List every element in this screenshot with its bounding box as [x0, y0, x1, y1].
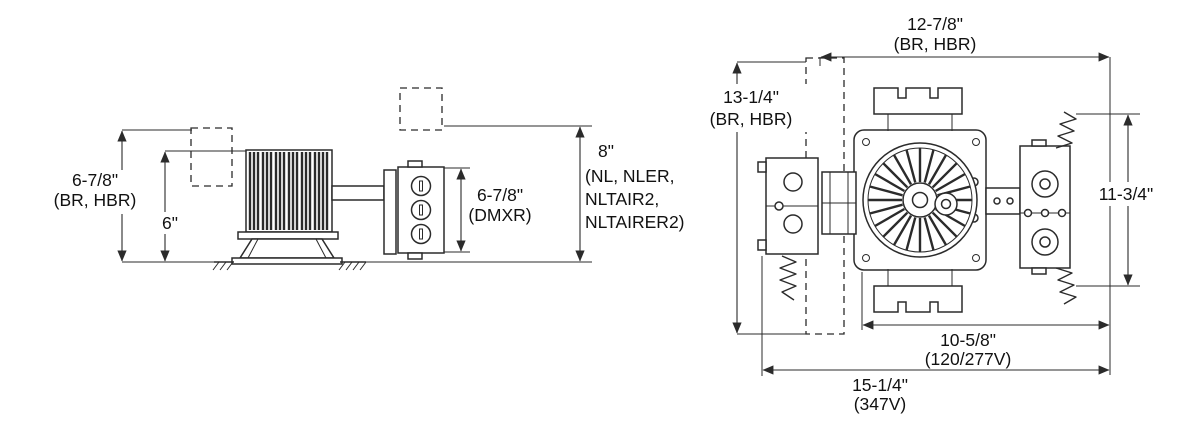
dim-height-br-top-view: 13-1/4" (BR, HBR) — [696, 61, 808, 335]
heatsink-base — [237, 231, 339, 240]
dim-height-inner: 6" — [156, 150, 246, 262]
dim-width-br-sub: (BR, HBR) — [894, 34, 977, 54]
dim-width-120-value: 10-5/8" — [940, 330, 996, 350]
led-heatsink — [237, 149, 339, 240]
top-view: 12-7/8" (BR, HBR) 13-1/4" (BR, HBR) 11-3… — [696, 14, 1170, 414]
dim-dmxr-value: 6-7/8" — [477, 185, 523, 205]
luminaire-fan — [862, 142, 978, 258]
knockout-3 — [410, 223, 432, 245]
junction-box-left — [757, 157, 819, 301]
junction-box-side — [397, 160, 445, 260]
dim-width-120-sub: (120/277V) — [925, 349, 1012, 369]
knockout-bottom — [1031, 228, 1059, 256]
wire-coil-left — [779, 255, 797, 301]
mounting-plate — [331, 169, 397, 255]
knockout-2 — [410, 199, 432, 221]
dim-nl: 8" (NL, NLER, NLTAIR2, NLTAIRER2) — [366, 125, 685, 263]
dim-height-inner-value: 6" — [162, 213, 178, 233]
label-backing — [48, 170, 144, 214]
ceiling-line — [212, 261, 367, 271]
label-backing — [696, 84, 808, 132]
label-backing — [1084, 182, 1170, 206]
dim-nl-sub3: NLTAIRER2) — [585, 212, 685, 232]
dim-width-347-value: 15-1/4" — [852, 375, 908, 395]
dim-dmxr: 6-7/8" (DMXR) — [444, 167, 532, 253]
hanger-bracket-bottom — [873, 269, 963, 313]
dim-height-br-value: 6-7/8" — [72, 170, 118, 190]
accessory-dashed-outline — [190, 127, 233, 187]
junction-box-dashed-outline — [399, 87, 443, 131]
dim-width-br: 12-7/8" (BR, HBR) — [819, 14, 1110, 66]
dim-height-br-top-sub: (BR, HBR) — [710, 109, 793, 129]
trim-reflector — [231, 238, 343, 265]
dim-width-br-value: 12-7/8" — [907, 14, 963, 34]
dim-width-347: 15-1/4" (347V) — [761, 256, 1110, 414]
dim-height-br-top-value: 13-1/4" — [723, 87, 779, 107]
dim-nl-sub2: NLTAIR2, — [585, 189, 659, 209]
knockout-top — [1031, 170, 1059, 198]
hanger-bracket-top — [873, 87, 963, 131]
dim-width-347-sub: (347V) — [854, 394, 907, 414]
heatsink-fins — [248, 152, 329, 230]
junction-box-right — [985, 111, 1077, 305]
label-backing — [156, 212, 184, 234]
dim-nl-value: 8" — [598, 141, 614, 161]
driver-bracket — [821, 171, 857, 235]
dim-height-housing: 11-3/4" — [1076, 113, 1170, 287]
dim-dmxr-sub: (DMXR) — [468, 205, 531, 225]
trim-flange — [231, 257, 343, 265]
dim-nl-sub1: (NL, NLER, — [585, 166, 674, 186]
knockout-1 — [410, 175, 432, 197]
dim-height-br-sub: (BR, HBR) — [54, 190, 137, 210]
dim-width-120: 10-5/8" (120/277V) — [861, 272, 1110, 369]
dim-height-br: 6-7/8" (BR, HBR) — [48, 129, 218, 263]
junction-arm — [985, 187, 1021, 215]
dim-height-housing-value: 11-3/4" — [1099, 184, 1154, 204]
wire-coil-bottom-right — [1055, 267, 1077, 305]
side-view: 6-7/8" (BR, HBR) 6" 6-7/8" (DMXR) 8" (NL… — [48, 87, 685, 271]
wire-coil-top-right — [1055, 111, 1077, 149]
